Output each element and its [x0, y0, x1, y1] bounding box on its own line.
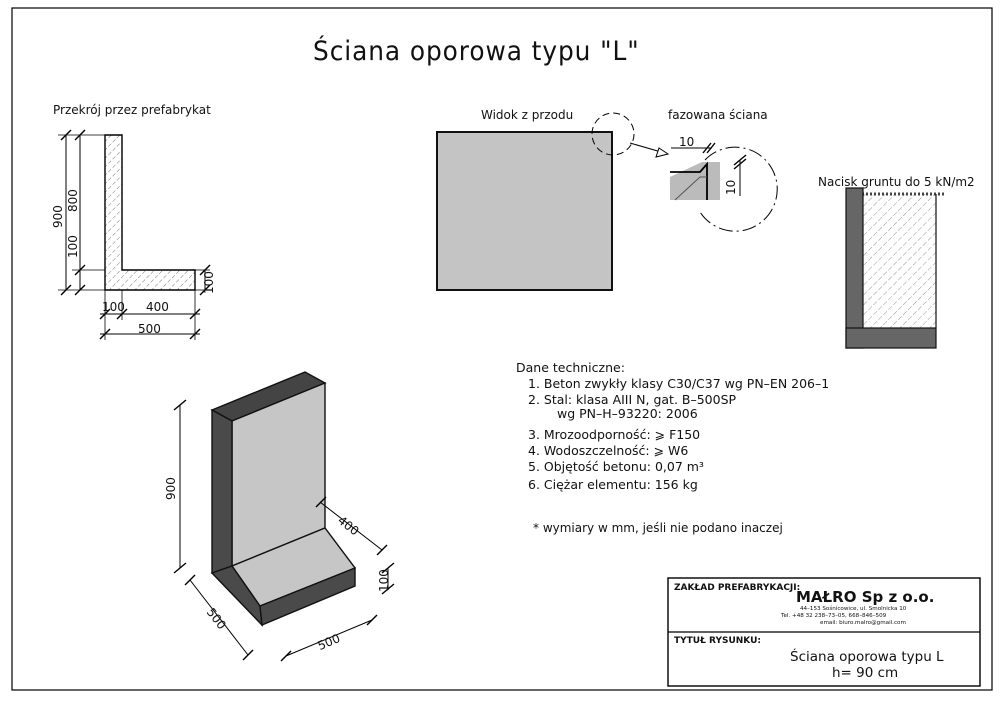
tech-item-5: 5. Objętość betonu: 0,07 m³	[528, 459, 704, 474]
section-label: Przekrój przez prefabrykat	[53, 103, 211, 117]
front-view-panel	[436, 131, 613, 291]
company-name: MAŁRO Sp z o.o.	[796, 588, 935, 606]
company-phone: Tel. +48 32 238–73–05, 668–846–509	[781, 613, 887, 619]
soil-pressure-label: Nacisk gruntu do 5 kN/m2	[818, 175, 975, 189]
tech-item-4: 4. Wodoszczelność: ⩾ W6	[528, 443, 689, 458]
dim-100-wall: 100	[102, 300, 125, 314]
front-view	[436, 112, 670, 291]
title-block	[667, 577, 981, 687]
tech-item-1: 1. Beton zwykły klasy C30/C37 wg PN–EN 2…	[528, 376, 830, 391]
drawing-title-value: Ściana oporowa typu L	[790, 649, 944, 665]
drawing-title: Ściana oporowa typu "L"	[313, 36, 640, 67]
drawing-subtitle: h= 90 cm	[832, 665, 899, 681]
plant-label: ZAKŁAD PREFABRYKACJI:	[674, 583, 801, 593]
dim-800: 800	[66, 189, 80, 212]
tech-item-6: 6. Ciężar elementu: 156 kg	[528, 477, 698, 492]
sheet-border	[11, 7, 993, 691]
dim-100-base: 100	[202, 271, 216, 294]
chamfer-dim-h: 10	[679, 135, 695, 149]
isometric-view	[173, 371, 395, 662]
soil-section	[845, 187, 946, 349]
drawing-title-label: TYTUŁ RYSUNKU:	[674, 636, 762, 646]
dim-500: 500	[138, 322, 161, 336]
dim-400: 400	[146, 300, 169, 314]
detail-marker-circle	[591, 112, 635, 156]
tech-heading: Dane techniczne:	[516, 360, 625, 375]
company-address: 44–153 Sośnicowice, ul. Smolnicka 10	[800, 606, 907, 612]
chamfer-dim-v: 10	[724, 179, 738, 195]
dim-900: 900	[51, 205, 65, 228]
iso-dim-900: 900	[164, 477, 178, 500]
dim-100-vertical: 100	[66, 235, 80, 258]
front-view-label: Widok z przodu	[481, 108, 574, 122]
l-profile-section	[104, 134, 196, 291]
chamfer-label: fazowana ściana	[668, 108, 768, 122]
iso-dim-100: 100	[377, 569, 391, 592]
tech-item-2a: 2. Stal: klasa AIII N, gat. B–500SP	[528, 392, 737, 407]
company-email: email: biuro.malro@gmail.com	[820, 620, 906, 626]
tech-item-3: 3. Mrozoodporność: ⩾ F150	[528, 427, 701, 442]
chamfer-detail	[670, 142, 778, 232]
section-view	[58, 129, 211, 340]
tech-item-2b: wg PN–H–93220: 2006	[557, 406, 698, 421]
dimension-note: * wymiary w mm, jeśli nie podano inaczej	[533, 521, 783, 535]
